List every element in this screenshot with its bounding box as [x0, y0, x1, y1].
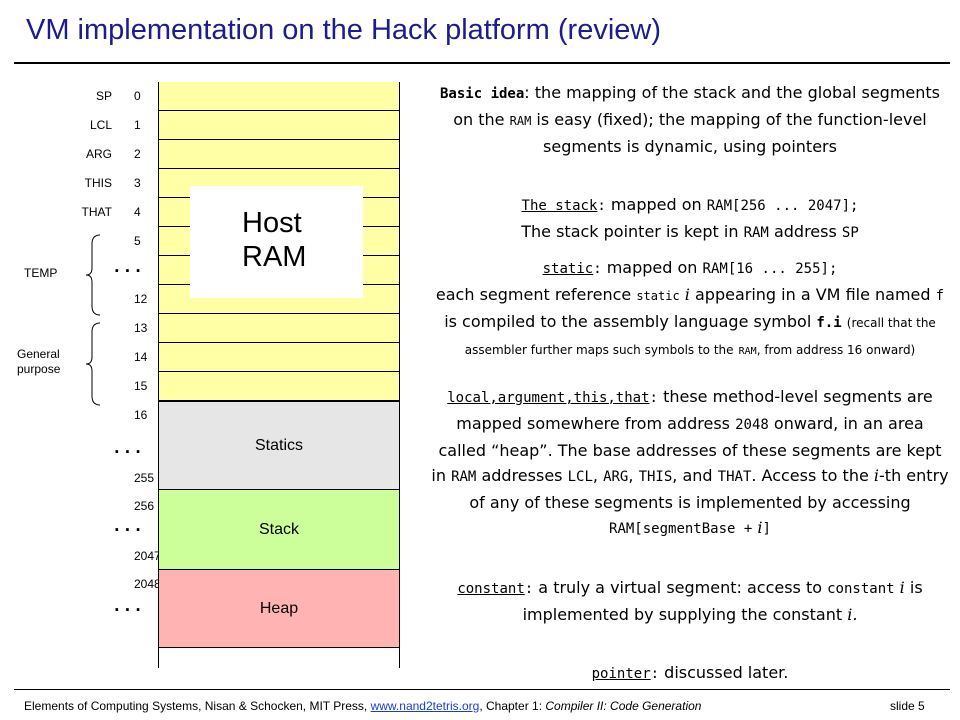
constant-label: constant	[457, 581, 525, 597]
stack-label: The stack	[521, 198, 598, 214]
local-argument-this-that-paragraph: local,argument,this,that: these method-l…	[431, 387, 949, 537]
address-label: 13	[134, 321, 148, 335]
register-cell	[159, 82, 399, 111]
host-ram-label: Host RAM	[190, 186, 363, 298]
register-label-lcl: LCL	[89, 118, 112, 132]
address-label: 2047	[134, 549, 161, 563]
address-label: 15	[134, 379, 148, 393]
general-purpose-label: General purpose	[17, 347, 61, 376]
register-cell	[159, 343, 399, 372]
basic-idea-paragraph: Basic idea: the mapping of the stack and…	[440, 83, 940, 156]
register-cell	[159, 372, 399, 401]
footer: Elements of Computing Systems, Nisan & S…	[24, 699, 702, 713]
pointer-paragraph: pointer: discussed later.	[591, 663, 789, 682]
slide-title: VM implementation on the Hack platform (…	[26, 14, 662, 46]
address-label: 0	[134, 89, 141, 103]
nand2tetris-link[interactable]: www.nand2tetris.org	[370, 699, 480, 713]
local-argument-this-that-label: local,argument,this,that	[447, 390, 650, 406]
stack-paragraph: The stack: mapped on RAM[256 ... 2047]; …	[521, 195, 859, 241]
ellipsis-marker: ...	[112, 438, 144, 457]
title-divider	[14, 62, 950, 64]
chapter-title: Compiler II: Code Generation	[545, 699, 702, 713]
register-label-sp: SP	[95, 89, 112, 103]
heap-region: Heap	[159, 570, 399, 648]
heap-label: Heap	[259, 599, 299, 617]
ellipsis-marker: ...	[112, 516, 144, 535]
register-label-arg: ARG	[85, 147, 112, 161]
pointer-label: pointer	[591, 666, 651, 682]
address-label: 1	[134, 118, 141, 132]
address-label: 14	[134, 350, 148, 364]
statics-label: Statics	[254, 436, 303, 454]
register-label-that: THAT	[81, 205, 112, 219]
address-label: 4	[134, 205, 141, 219]
address-label: 12	[134, 292, 148, 306]
register-cell	[159, 314, 399, 343]
static-paragraph: static: mapped on RAM[16 ... 255]; each …	[435, 258, 945, 357]
ellipsis-marker: ...	[112, 257, 144, 276]
temp-brace-icon	[85, 234, 101, 316]
address-label: 2048	[134, 577, 161, 591]
stack-label: Stack	[258, 520, 299, 538]
register-cell	[159, 111, 399, 140]
address-label: 5	[134, 234, 141, 248]
ram-memory-box: Statics Stack Heap	[158, 82, 400, 668]
address-label: 256	[134, 499, 155, 513]
statics-region: Statics	[159, 401, 399, 490]
static-label: static	[542, 261, 594, 277]
footer-divider	[14, 689, 950, 690]
register-cell	[159, 140, 399, 169]
slide-number: slide 5	[890, 699, 925, 713]
register-label-this: THIS	[84, 176, 112, 190]
stack-region: Stack	[159, 490, 399, 570]
address-label: 255	[134, 471, 155, 485]
ellipsis-marker: ...	[112, 596, 144, 615]
address-label: 16	[134, 408, 148, 422]
address-label: 2	[134, 147, 141, 161]
temp-label: TEMP	[24, 266, 58, 280]
general-purpose-brace-icon	[85, 322, 101, 406]
constant-paragraph: constant: a truly a virtual segment: acc…	[457, 578, 923, 624]
address-label: 3	[134, 176, 141, 190]
basic-idea-label: Basic idea	[440, 86, 525, 102]
